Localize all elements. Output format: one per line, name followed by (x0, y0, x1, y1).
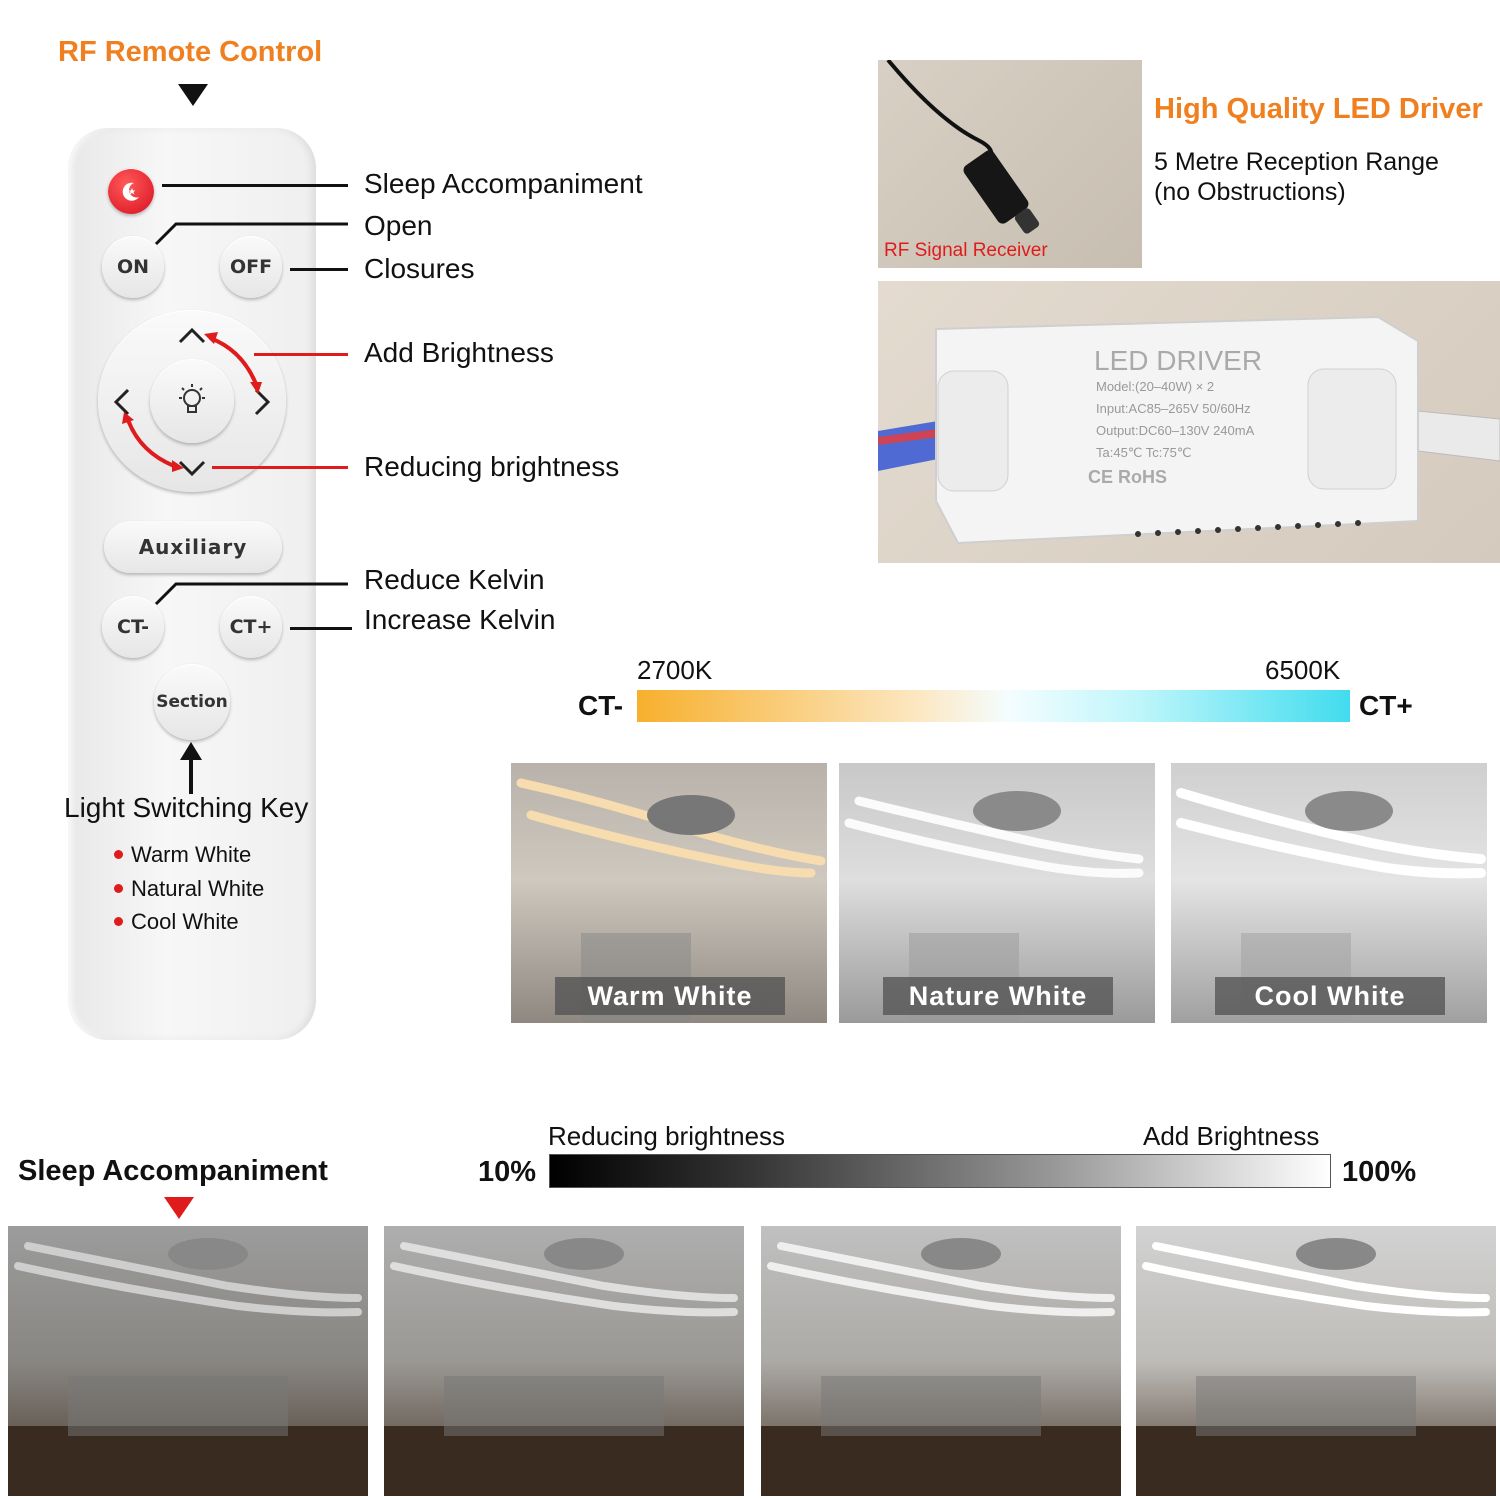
auxiliary-button[interactable]: Auxiliary (104, 521, 282, 573)
brightness-gradient-bar (549, 1154, 1331, 1188)
brightness-photo-1 (8, 1226, 368, 1496)
driver-box-temps: Ta:45℃ Tc:75℃ (1096, 445, 1192, 460)
bulb-icon (179, 384, 205, 413)
open-callout-line (154, 222, 348, 246)
driver-title: High Quality LED Driver (1154, 93, 1483, 125)
on-button[interactable]: ON (102, 236, 164, 298)
up-arrow-icon (180, 742, 202, 794)
switch-item-natural: Natural White (114, 876, 264, 902)
switch-key-title: Light Switching Key (64, 792, 309, 823)
brightness-photo-3 (761, 1226, 1121, 1496)
reduce-kelvin-callout: Reduce Kelvin (364, 564, 545, 595)
led-driver-photo: LED DRIVER Model:(20–40W) × 2 Input:AC85… (878, 281, 1500, 563)
brightness-arrows-icon (122, 332, 262, 472)
ct-minus-button[interactable]: CT- (102, 596, 164, 658)
ct-high-label: 6500K (1265, 655, 1341, 685)
driver-box-input: Input:AC85–265V 50/60Hz (1096, 401, 1251, 416)
ct-left-key: CT- (578, 690, 624, 721)
ct-right-key: CT+ (1359, 690, 1413, 721)
cool-white-caption: Cool White (1215, 977, 1445, 1015)
remote-title: RF Remote Control (58, 36, 323, 68)
brightness-photo-2 (384, 1226, 744, 1496)
off-button[interactable]: OFF (220, 236, 282, 298)
reduce-brightness-callout: Reducing brightness (364, 451, 620, 482)
driver-box-marks: CE RoHS (1088, 467, 1168, 487)
rf-receiver-photo: RF Signal Receiver (878, 60, 1142, 268)
brightness-max: 100% (1342, 1156, 1417, 1188)
cool-white-photo: Cool White (1171, 763, 1487, 1023)
sleep-title: Sleep Accompaniment (18, 1155, 328, 1187)
down-arrow-icon (178, 84, 208, 106)
ct-low-label: 2700K (637, 655, 713, 685)
switch-item-warm: Warm White (114, 842, 251, 868)
lamp-dim-icon (761, 1238, 1121, 1496)
closures-callout-line (290, 268, 348, 271)
warm-white-caption: Warm White (555, 977, 785, 1015)
color-temp-gradient-bar (637, 690, 1350, 722)
sleep-button[interactable] (108, 168, 154, 214)
direction-arrows-icon (113, 327, 271, 477)
range-line2: (no Obstructions) (1154, 178, 1346, 206)
red-down-arrow-icon (164, 1197, 194, 1219)
receiver-cable-icon (886, 60, 1040, 234)
switch-item-cool: Cool White (114, 909, 239, 935)
add-brightness-callout: Add Brightness (364, 337, 554, 368)
nature-white-photo: Nature White (839, 763, 1155, 1023)
sleep-callout-line (162, 184, 348, 187)
lamp-dim-icon (384, 1238, 744, 1496)
brightness-photo-4 (1136, 1226, 1496, 1496)
driver-box-heading: LED DRIVER (1094, 345, 1263, 376)
brightness-min: 10% (478, 1156, 537, 1188)
section-button[interactable]: Section (154, 664, 230, 740)
receiver-label: RF Signal Receiver (884, 240, 1048, 261)
reduce-brightness-label: Reducing brightness (548, 1121, 786, 1151)
driver-box-output: Output:DC60–130V 240mA (1096, 423, 1255, 438)
increase-kelvin-callout: Increase Kelvin (364, 604, 556, 635)
lamp-dim-icon (1136, 1238, 1496, 1496)
driver-box-model: Model:(20–40W) × 2 (1096, 379, 1215, 394)
range-line1: 5 Metre Reception Range (1154, 148, 1439, 176)
ct-plus-button[interactable]: CT+ (220, 596, 282, 658)
add-brightness-label: Add Brightness (1143, 1121, 1320, 1151)
driver-box-icon (878, 315, 1500, 545)
light-center-button[interactable] (150, 359, 234, 443)
open-callout: Open (364, 210, 433, 241)
lamp-dim-icon (8, 1238, 368, 1496)
nature-white-caption: Nature White (883, 977, 1113, 1015)
add-brightness-line (254, 353, 348, 356)
sleep-callout: Sleep Accompaniment (364, 168, 643, 199)
reduce-kelvin-line (154, 582, 348, 606)
moon-star-icon (122, 182, 139, 201)
warm-white-photo: Warm White (511, 763, 827, 1023)
reduce-brightness-line (212, 466, 348, 469)
increase-kelvin-line (290, 627, 352, 630)
closures-callout: Closures (364, 253, 475, 284)
